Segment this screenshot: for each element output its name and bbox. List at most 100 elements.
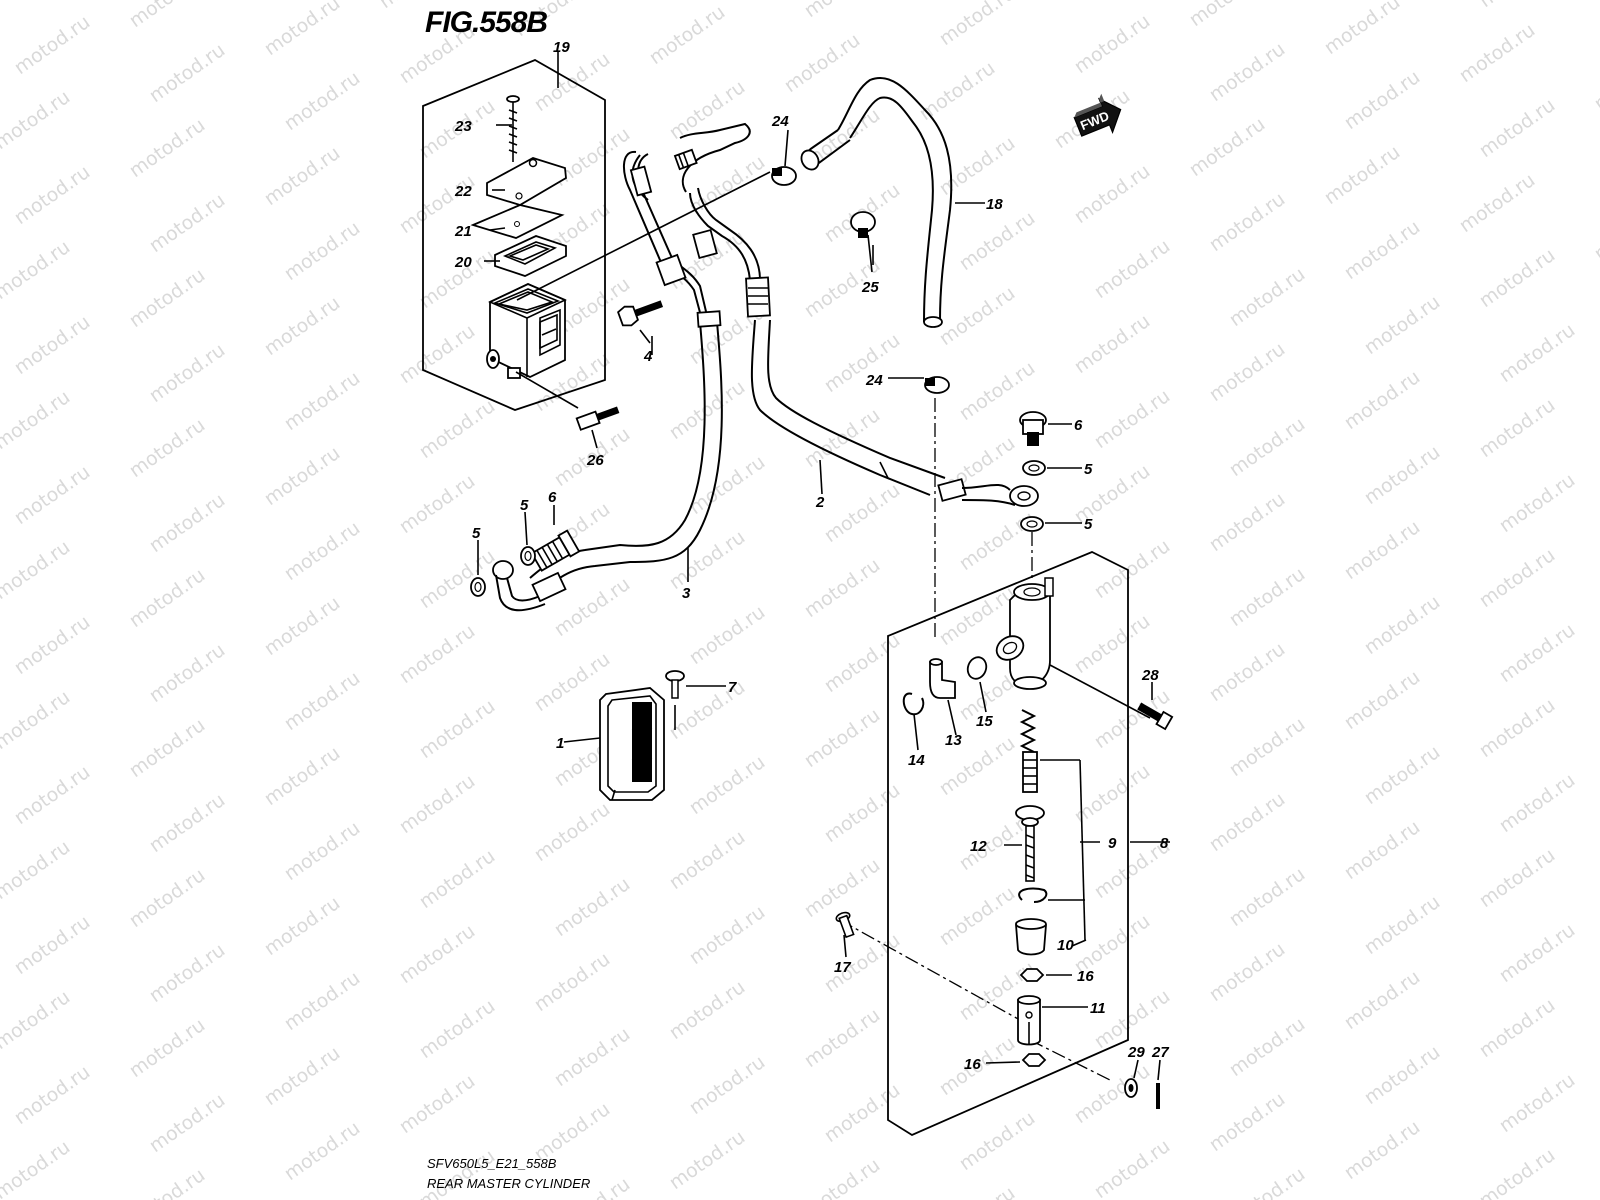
master-cylinder-body	[995, 577, 1054, 690]
callout-24-lower: 24	[865, 372, 883, 389]
watermark-text: motod.ru	[395, 470, 479, 538]
watermark-text: motod.ru	[820, 929, 904, 997]
watermark-text: motod.ru	[1205, 788, 1289, 856]
pin-23	[835, 911, 855, 939]
watermark-text: motod.ru	[415, 845, 499, 913]
watermark-text: motod.ru	[685, 601, 769, 669]
watermark-text: motod.ru	[1205, 38, 1289, 106]
screw-22	[506, 95, 520, 162]
watermark-text: motod.ru	[280, 1117, 364, 1185]
watermark-text: motod.ru	[935, 882, 1019, 950]
watermark-text: motod.ru	[665, 76, 749, 144]
callout-20: 21	[454, 223, 472, 240]
callout-2: 2	[815, 494, 825, 511]
watermark-text: motod.ru	[280, 67, 364, 135]
watermark-text: motod.ru	[1205, 488, 1289, 556]
watermark-text: motod.ru	[1070, 310, 1154, 378]
brake-hose-2	[673, 122, 1039, 507]
nut-16-upper	[1019, 968, 1045, 982]
watermark-text: motod.ru	[395, 320, 479, 388]
callout-4: 4	[643, 348, 653, 365]
watermark-text: motod.ru	[1360, 1041, 1444, 1109]
screw-7	[665, 670, 685, 699]
watermark-text: motod.ru	[1360, 291, 1444, 359]
watermark-text: motod.ru	[10, 11, 94, 79]
nut-16-lower	[1021, 1053, 1047, 1067]
watermark-text: motod.ru	[415, 1145, 499, 1200]
circlip-13	[902, 692, 925, 716]
watermark-text: motod.ru	[530, 948, 614, 1016]
watermark-text: motod.ru	[145, 489, 229, 557]
watermark-text: motod.ru	[0, 1136, 74, 1200]
watermark-text: motod.ru	[0, 236, 74, 304]
watermark-text: motod.ru	[820, 329, 904, 397]
watermark-text: motod.ru	[1495, 1069, 1579, 1137]
watermark-text: motod.ru	[0, 386, 74, 454]
watermark-text: motod.ru	[550, 873, 634, 941]
watermark-text: motod.ru	[935, 0, 1019, 50]
callout-26: 26	[586, 452, 604, 469]
watermark-text: motod.ru	[935, 132, 1019, 200]
watermark-text: motod.ru	[550, 1023, 634, 1091]
clevis-15	[1017, 995, 1041, 1046]
callout-1: 1	[556, 735, 564, 752]
watermark-text: motod.ru	[1340, 66, 1424, 134]
watermark-text: motod.ru	[0, 86, 74, 154]
reservoir-cap	[486, 157, 567, 206]
watermark-text: motod.ru	[125, 1014, 209, 1082]
watermark-text: motod.ru	[1590, 47, 1600, 115]
watermark-text: motod.ru	[1225, 413, 1309, 481]
watermark-text: motod.ru	[1455, 19, 1539, 87]
watermark-text: motod.ru	[145, 789, 229, 857]
watermark-text: motod.ru	[645, 1, 729, 69]
watermark-text: motod.ru	[1320, 141, 1404, 209]
watermark-text: motod.ru	[280, 217, 364, 285]
watermark-text: motod.ru	[1340, 666, 1424, 734]
watermark-text: motod.ru	[800, 554, 884, 622]
watermark-text: motod.ru	[665, 826, 749, 894]
figure-title: FIG.558B	[425, 6, 547, 39]
diaphragm	[494, 235, 567, 277]
watermark-text: motod.ru	[955, 207, 1039, 275]
watermark-text: motod.ru	[145, 939, 229, 1007]
callout-14: 15	[976, 713, 993, 730]
callout-11: 12	[970, 838, 987, 855]
screw-26	[575, 406, 620, 431]
watermark-text: motod.ru	[280, 817, 364, 885]
callout-6-left: 6	[548, 489, 557, 506]
watermark-text: motod.ru	[10, 911, 94, 979]
watermark-text: motod.ru	[800, 1004, 884, 1072]
watermark-text: motod.ru	[1360, 441, 1444, 509]
watermark-text: motod.ru	[125, 414, 209, 482]
watermark-text: motod.ru	[1070, 1060, 1154, 1128]
watermark-text: motod.ru	[145, 339, 229, 407]
watermark-text: motod.ru	[1070, 10, 1154, 78]
watermark-text: motod.ru	[1225, 713, 1309, 781]
watermark-text: motod.ru	[1050, 0, 1134, 3]
leader-lines	[477, 124, 1170, 1081]
watermark-text: motod.ru	[1475, 994, 1559, 1062]
watermark-text: motod.ru	[260, 442, 344, 510]
watermark-text: motod.ru	[685, 1051, 769, 1119]
watermark-text: motod.ru	[1360, 591, 1444, 659]
watermark-text: motod.ru	[780, 29, 864, 97]
watermark-text: motod.ru	[125, 714, 209, 782]
watermark-text: motod.ru	[125, 1164, 209, 1200]
watermark-text: motod.ru	[1205, 188, 1289, 256]
watermark-text: motod.ru	[1475, 844, 1559, 912]
watermark-text: motod.ru	[1590, 197, 1600, 265]
watermark-text: motod.ru	[1225, 863, 1309, 931]
watermark-text: motod.ru	[1340, 366, 1424, 434]
watermark-text: motod.ru	[1185, 113, 1269, 181]
watermark-text: motod.ru	[415, 545, 499, 613]
watermark-text: motod.ru	[915, 57, 999, 125]
watermark-text: motod.ru	[260, 892, 344, 960]
watermark-text: motod.ru	[1475, 694, 1559, 762]
watermark-text: motod.ru	[395, 1070, 479, 1138]
reservoir-body	[486, 283, 567, 379]
watermark-text: motod.ru	[820, 1079, 904, 1147]
watermark-text: motod.ru	[0, 536, 74, 604]
watermark-text: motod.ru	[1340, 516, 1424, 584]
watermark-text: motod.ru	[1225, 263, 1309, 331]
